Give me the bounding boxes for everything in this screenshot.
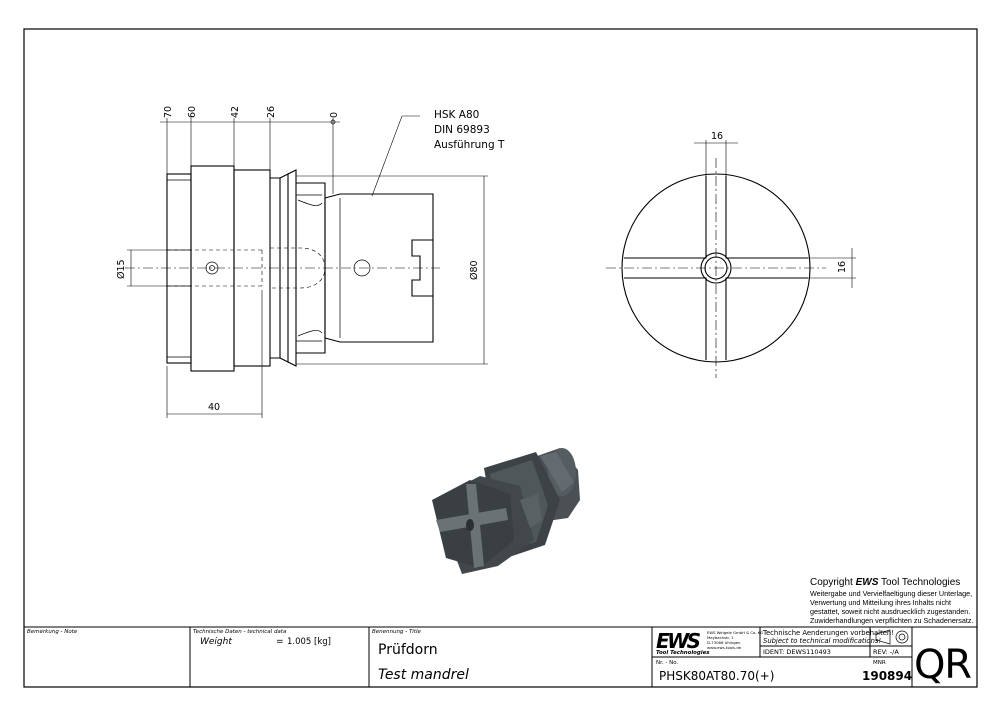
- tech-data-label: Technische Daten - technical data: [193, 629, 287, 635]
- copyright-line-3: gestattet, soweit nicht ausdruecklich zu…: [810, 607, 971, 616]
- dia-80-label: Ø80: [469, 260, 480, 280]
- ews-logo: EWS: [656, 629, 701, 653]
- end-view: 16 16: [606, 131, 856, 378]
- weight-eq: =: [276, 637, 284, 647]
- remark-label: Bemerkung - Note: [27, 629, 78, 635]
- callout-line-1: HSK A80: [434, 109, 479, 121]
- dim-dia-15: Ø15: [116, 249, 167, 287]
- mnr-label: MNR: [873, 660, 886, 666]
- copyright-line-4: Zuwiderhandlungen verpflichten zu Schade…: [810, 616, 974, 625]
- weight-value: 1.005 [kg]: [287, 637, 331, 647]
- copyright-notice: Copyright EWS Tool Technologies Weiterga…: [810, 577, 1000, 625]
- company-line-3: D-73066 Uhingen: [707, 640, 741, 645]
- dim-0: 0: [329, 112, 340, 118]
- mnr-number: 190894: [862, 669, 912, 683]
- copyright-brand: EWS: [855, 577, 879, 588]
- hsk-callout: HSK A80 DIN 69893 Ausführung T: [371, 109, 505, 197]
- end-dim-right-label: 16: [837, 261, 848, 273]
- end-dim-top-label: 16: [711, 131, 723, 142]
- side-view: [125, 118, 440, 372]
- changes-de: Technische Aenderungen vorbehalten!: [762, 629, 894, 637]
- title-block-grid: [24, 626, 977, 687]
- sheet-border: [23, 28, 978, 688]
- top-dimension-labels: 70 60 42 26 0: [163, 106, 340, 118]
- revision: REV: -/A: [873, 648, 899, 656]
- callout-line-3: Ausführung T: [434, 139, 505, 151]
- company-line-4: www.ews-tools.de: [707, 645, 742, 650]
- logo-box: [655, 629, 703, 655]
- title-label: Benennung - Title: [372, 629, 422, 635]
- copyright-heading: Copyright EWS Tool Technologies: [810, 577, 1000, 589]
- copyright-line-1: Weitergabe und Vervielfaeltigung dieser …: [810, 589, 973, 598]
- callout-line-2: DIN 69893: [434, 124, 490, 136]
- title-german: Prüfdorn: [378, 642, 438, 658]
- dia-15-label: Ø15: [116, 259, 127, 279]
- copyright-line-2: Verwertung und Mitteilung ihres Inhalts …: [810, 598, 952, 607]
- ews-logo-sub: Tool Technologies: [656, 650, 710, 656]
- part-number: PHSK80AT80.70(+): [659, 669, 774, 683]
- nr-label: Nr. - No.: [656, 660, 678, 666]
- dim-dia-80: Ø80: [296, 175, 488, 365]
- copyright-brand-rest: Tool Technologies: [880, 577, 961, 588]
- dim-26: 26: [266, 106, 277, 118]
- company-line-1: EWS Weigele GmbH & Co. KG: [707, 630, 763, 635]
- dim-70: 70: [163, 106, 174, 118]
- company-line-2: Maybachstr. 1: [707, 635, 734, 640]
- ident: IDENT: DEWS110493: [763, 648, 831, 656]
- dim-60: 60: [187, 106, 198, 118]
- dim-42: 42: [230, 106, 241, 118]
- changes-en: Subject to technical modifications!: [763, 637, 881, 645]
- isometric-render: [432, 448, 580, 574]
- title-block-text: Bemerkung - Note Technische Daten - tech…: [27, 629, 972, 688]
- qr-mark: QR: [914, 642, 972, 688]
- weight-label: Weight: [200, 637, 232, 647]
- title-english: Test mandrel: [378, 667, 469, 683]
- copyright-prefix: Copyright: [810, 577, 853, 588]
- length-40-label: 40: [208, 402, 220, 413]
- dim-length-40: 40: [166, 290, 263, 418]
